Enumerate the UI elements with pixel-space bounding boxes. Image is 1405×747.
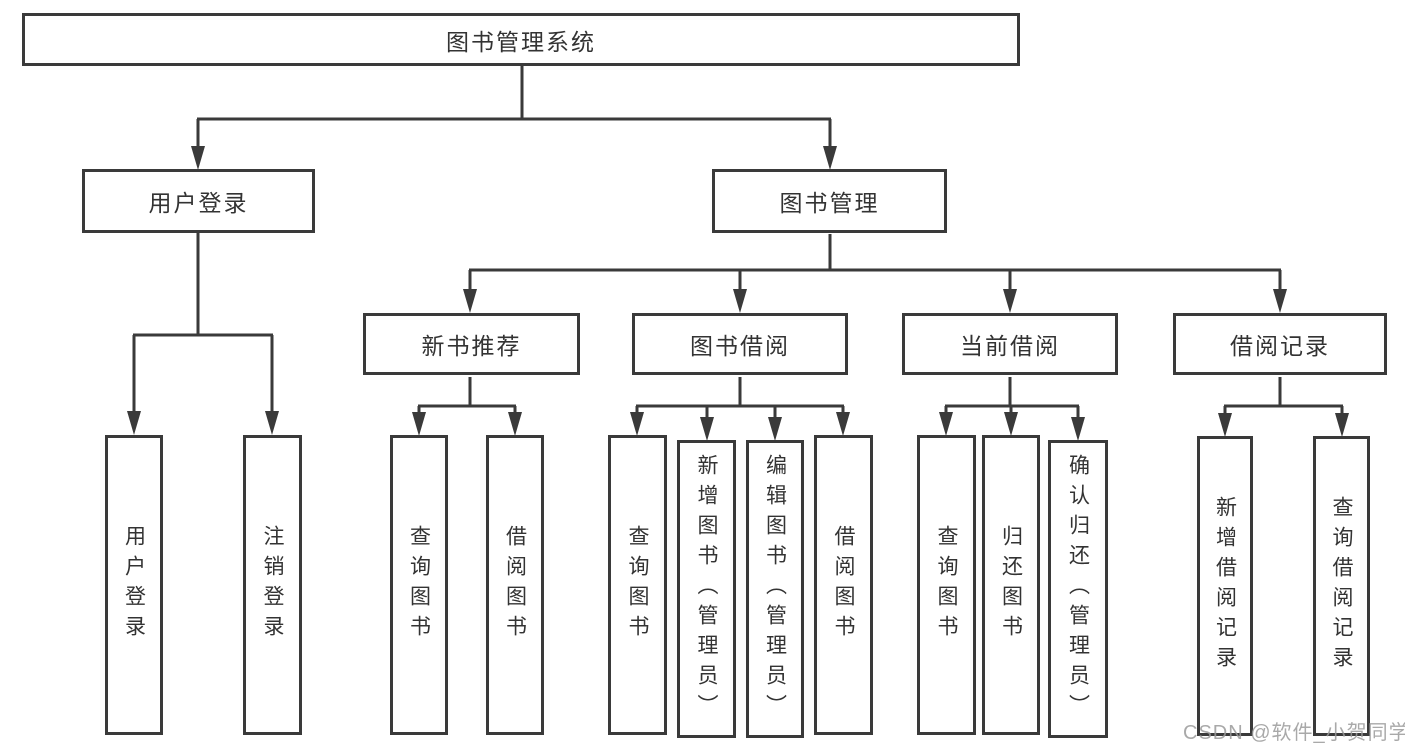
node-current-borrowing: 当前借阅 [902, 313, 1118, 375]
node-new-book-recommendation: 新书推荐 [363, 313, 580, 375]
leaf-borrowing-edit-books-admin-label: 编辑图书（管理员） [763, 454, 787, 724]
node-library-management-system: 图书管理系统 [22, 13, 1020, 66]
leaf-current-confirm-return-admin: 确认归还（管理员） [1048, 440, 1108, 738]
leaf-records-query-record: 查询借阅记录 [1313, 436, 1370, 736]
leaf-newbooks-borrow-books-label: 借阅图书 [503, 525, 527, 645]
leaf-borrowing-edit-books-admin: 编辑图书（管理员） [746, 440, 804, 738]
leaf-newbooks-borrow-books: 借阅图书 [486, 435, 544, 735]
leaf-current-query-books: 查询图书 [917, 435, 976, 735]
leaf-records-query-record-label: 查询借阅记录 [1330, 496, 1353, 676]
leaf-current-query-books-label: 查询图书 [935, 525, 958, 645]
csdn-watermark: CSDN @软件_小贺同学 [1183, 722, 1405, 744]
node-borrowing-records: 借阅记录 [1173, 313, 1387, 375]
leaf-current-return-books: 归还图书 [982, 435, 1040, 735]
leaf-logout: 注销登录 [243, 435, 302, 735]
node-user-login: 用户登录 [82, 169, 315, 233]
leaf-user-login-label: 用户登录 [122, 525, 146, 645]
leaf-borrowing-borrow-books: 借阅图书 [814, 435, 873, 735]
leaf-records-add-record: 新增借阅记录 [1197, 436, 1253, 736]
leaf-borrowing-borrow-books-label: 借阅图书 [832, 525, 855, 645]
leaf-logout-label: 注销登录 [261, 525, 284, 645]
leaf-current-confirm-return-admin-label: 确认归还（管理员） [1066, 454, 1090, 724]
node-book-management: 图书管理 [712, 169, 947, 233]
leaf-records-add-record-label: 新增借阅记录 [1213, 496, 1237, 676]
leaf-borrowing-query-books: 查询图书 [608, 435, 667, 735]
leaf-borrowing-query-books-label: 查询图书 [626, 525, 649, 645]
leaf-current-return-books-label: 归还图书 [999, 525, 1023, 645]
leaf-borrowing-add-books-admin: 新增图书（管理员） [677, 440, 736, 738]
leaf-user-login: 用户登录 [105, 435, 163, 735]
leaf-newbooks-query-books-label: 查询图书 [407, 525, 431, 645]
leaf-newbooks-query-books: 查询图书 [390, 435, 448, 735]
leaf-borrowing-add-books-admin-label: 新增图书（管理员） [695, 454, 718, 724]
node-book-borrowing: 图书借阅 [632, 313, 848, 375]
